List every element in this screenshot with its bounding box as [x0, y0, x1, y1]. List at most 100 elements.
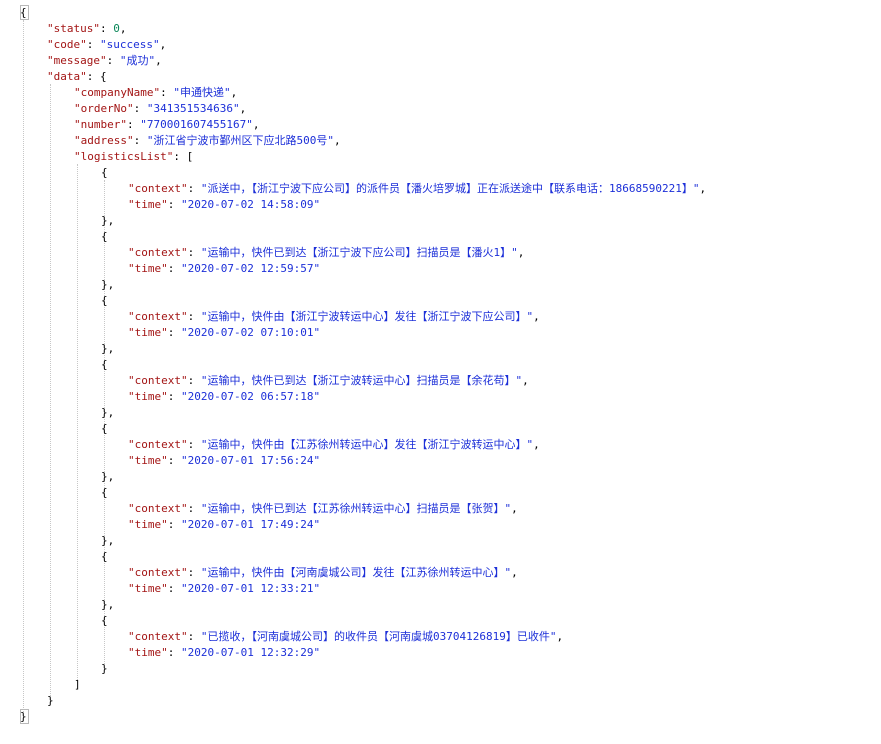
punctuation: {	[101, 230, 108, 243]
punctuation: :	[187, 566, 201, 579]
punctuation: :	[187, 182, 201, 195]
field-time: "time": "2020-07-01 17:56:24"	[128, 453, 320, 469]
punctuation: :	[167, 454, 181, 467]
list-close-bracket: ]	[74, 677, 81, 693]
list-item-close: },	[101, 405, 114, 421]
punctuation: ,	[155, 54, 162, 67]
indent-guide	[77, 164, 78, 680]
json-key: "code"	[47, 38, 87, 51]
field-code: "code": "success",	[47, 37, 166, 53]
punctuation: ,	[230, 86, 238, 99]
json-key: "time"	[128, 518, 168, 531]
json-key: "context"	[128, 438, 188, 451]
json-string-value: "2020-07-01 12:33:21"	[181, 582, 321, 595]
punctuation: :	[167, 326, 181, 339]
punctuation: ,	[239, 102, 247, 115]
json-key: "logisticsList"	[74, 150, 174, 163]
brace-highlight-open	[20, 5, 29, 20]
field-context: "context": "运输中，快件已到达【浙江宁波转运中心】扫描员是【余花苟】…	[128, 373, 529, 389]
field-message: "message": "成功",	[47, 53, 162, 69]
field-address: "address": "浙江省宁波市鄞州区下应北路500号",	[74, 133, 341, 149]
field-time: "time": "2020-07-01 12:33:21"	[128, 581, 320, 597]
punctuation: ,	[533, 310, 540, 323]
field-context: "context": "运输中，快件由【江苏徐州转运中心】发往【浙江宁波转运中心…	[128, 437, 540, 453]
field-logistics-list: "logisticsList": [	[74, 149, 193, 165]
json-string-value: "2020-07-02 06:57:18"	[181, 390, 321, 403]
list-item-open: {	[101, 549, 108, 565]
list-item-close: },	[101, 597, 114, 613]
json-string-value: "运输中，快件已到达【浙江宁波转运中心】扫描员是【余花苟】"	[200, 374, 523, 387]
field-context: "context": "运输中，快件由【浙江宁波转运中心】发往【浙江宁波下应公司…	[128, 309, 540, 325]
json-key: "address"	[74, 134, 134, 147]
field-order-no: "orderNo": "341351534636",	[74, 101, 246, 117]
json-key: "context"	[128, 630, 188, 643]
punctuation: :	[167, 262, 181, 275]
punctuation: },	[101, 406, 115, 419]
json-string-value: "2020-07-02 14:58:09"	[181, 198, 321, 211]
indent-guide	[23, 20, 24, 712]
json-string-value: "运输中，快件已到达【浙江宁波下应公司】扫描员是【潘火1】"	[200, 246, 518, 259]
root-open-brace: {	[20, 5, 27, 21]
json-key: "time"	[128, 326, 168, 339]
punctuation: :	[167, 390, 181, 403]
field-context: "context": "已揽收，【河南虞城公司】的收件员【河南虞城0370412…	[128, 629, 563, 645]
json-key: "time"	[128, 454, 168, 467]
json-string-value: "成功"	[119, 54, 156, 67]
json-string-value: "已揽收，【河南虞城公司】的收件员【河南虞城03704126819】已收件"	[200, 630, 557, 643]
json-string-value: "派送中，【浙江宁波下应公司】的派件员【潘火培罗城】正在派送途中【联系电话：18…	[200, 182, 700, 195]
json-key: "context"	[128, 182, 188, 195]
punctuation: ,	[556, 630, 564, 643]
json-key: "number"	[74, 118, 127, 131]
punctuation: ,	[252, 118, 260, 131]
json-string-value: "2020-07-02 12:59:57"	[181, 262, 321, 275]
punctuation: ]	[74, 678, 81, 691]
list-item-close: },	[101, 469, 114, 485]
punctuation: {	[101, 422, 108, 435]
punctuation: :	[133, 102, 147, 115]
punctuation: ,	[517, 246, 525, 259]
punctuation: :	[167, 646, 181, 659]
list-item-open: {	[101, 613, 108, 629]
json-key: "time"	[128, 262, 168, 275]
json-key: "message"	[47, 54, 107, 67]
list-item-close: },	[101, 341, 114, 357]
json-key: "context"	[128, 246, 188, 259]
punctuation: :	[187, 438, 201, 451]
punctuation: },	[101, 278, 115, 291]
json-string-value: "341351534636"	[146, 102, 240, 115]
punctuation: :	[133, 134, 147, 147]
punctuation: },	[101, 598, 115, 611]
json-key: "time"	[128, 198, 168, 211]
json-string-value: "运输中，快件由【江苏徐州转运中心】发往【浙江宁波转运中心】"	[200, 438, 534, 451]
punctuation: :	[167, 518, 181, 531]
punctuation: ,	[699, 182, 707, 195]
punctuation: ,	[533, 438, 540, 451]
field-context: "context": "运输中，快件已到达【浙江宁波下应公司】扫描员是【潘火1】…	[128, 245, 524, 261]
punctuation: :	[106, 54, 120, 67]
list-item-close: },	[101, 213, 114, 229]
punctuation: {	[101, 486, 108, 499]
indent-guide	[50, 84, 51, 696]
field-company-name: "companyName": "申通快递",	[74, 85, 237, 101]
list-item-open: {	[101, 229, 108, 245]
json-key: "companyName"	[74, 86, 161, 99]
json-key: "time"	[128, 582, 168, 595]
json-string-value: "运输中，快件由【浙江宁波转运中心】发往【浙江宁波下应公司】"	[200, 310, 534, 323]
punctuation: ,	[333, 134, 341, 147]
list-item-open: {	[101, 357, 108, 373]
punctuation: ,	[119, 22, 127, 35]
list-item-open: {	[101, 421, 108, 437]
list-item-close: },	[101, 533, 114, 549]
punctuation: :	[187, 502, 201, 515]
field-context: "context": "运输中，快件已到达【江苏徐州转运中心】扫描员是【张贺】"…	[128, 501, 518, 517]
list-item-close: }	[101, 661, 108, 677]
punctuation: :	[187, 630, 201, 643]
root-close-brace: }	[20, 709, 27, 725]
punctuation: },	[101, 342, 115, 355]
indent-guide	[104, 180, 105, 664]
json-key: "context"	[128, 566, 188, 579]
field-time: "time": "2020-07-01 17:49:24"	[128, 517, 320, 533]
punctuation: :	[160, 86, 174, 99]
punctuation: {	[101, 166, 108, 179]
punctuation: :	[126, 118, 141, 131]
